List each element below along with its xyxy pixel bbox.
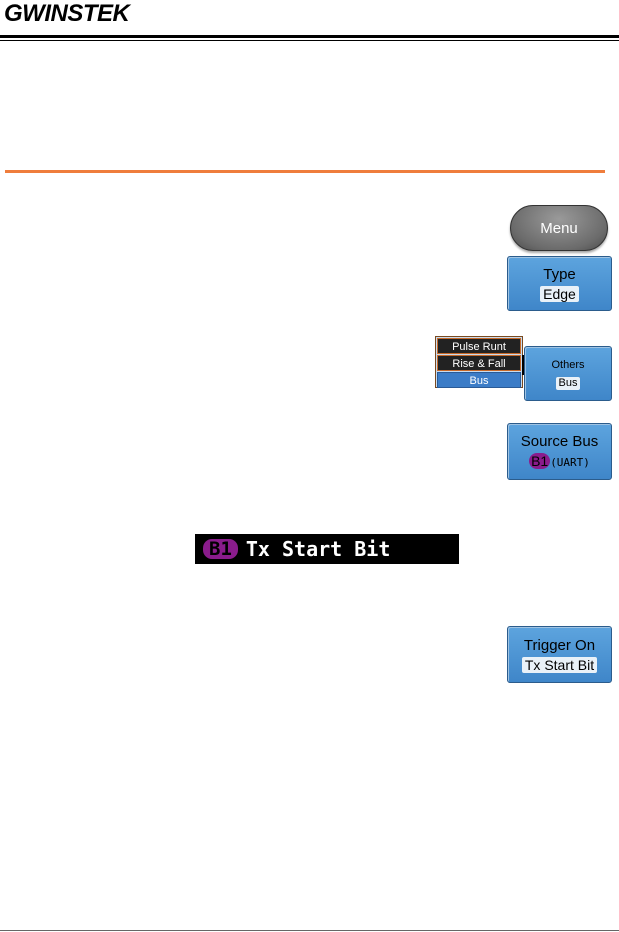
type-softkey-value: Edge bbox=[540, 285, 579, 302]
dropdown-connector bbox=[522, 355, 525, 375]
bus-b1-chip: B1 bbox=[529, 452, 551, 469]
header-rule-thin bbox=[0, 40, 619, 41]
source-bus-softkey[interactable]: Source Bus B1(UART) bbox=[507, 423, 612, 480]
trigger-type-dropdown[interactable]: Pulse Runt Rise & Fall Bus bbox=[435, 336, 523, 388]
header-rule bbox=[0, 35, 619, 38]
others-softkey[interactable]: Others Bus bbox=[524, 346, 612, 401]
type-softkey-label: Type bbox=[543, 265, 576, 283]
dropdown-item-pulse-runt[interactable]: Pulse Runt bbox=[437, 338, 521, 354]
menu-button[interactable]: Menu bbox=[510, 205, 608, 251]
trigger-on-softkey-value: Tx Start Bit bbox=[521, 656, 598, 673]
others-softkey-label: Others bbox=[551, 358, 585, 371]
section-divider bbox=[5, 170, 605, 173]
gwinstek-logo: GWINSTEK bbox=[4, 0, 156, 26]
source-bus-value-row: B1(UART) bbox=[529, 452, 590, 471]
trigger-on-softkey[interactable]: Trigger On Tx Start Bit bbox=[507, 626, 612, 683]
logo-text: GWINSTEK bbox=[4, 0, 131, 26]
dropdown-item-rise-fall[interactable]: Rise & Fall bbox=[437, 355, 521, 371]
source-bus-softkey-label: Source Bus bbox=[520, 432, 599, 450]
banner-bus-chip: B1 bbox=[203, 539, 238, 559]
dropdown-item-bus[interactable]: Bus bbox=[437, 372, 521, 388]
others-softkey-value: Bus bbox=[555, 376, 581, 390]
trigger-status-banner: B1 Tx Start Bit bbox=[195, 534, 459, 564]
trigger-on-softkey-label: Trigger On bbox=[523, 636, 596, 654]
banner-text: Tx Start Bit bbox=[245, 537, 391, 561]
menu-button-label: Menu bbox=[540, 219, 578, 237]
type-softkey[interactable]: Type Edge bbox=[507, 256, 612, 311]
footer-rule bbox=[0, 930, 619, 931]
source-bus-protocol: (UART) bbox=[550, 455, 590, 469]
